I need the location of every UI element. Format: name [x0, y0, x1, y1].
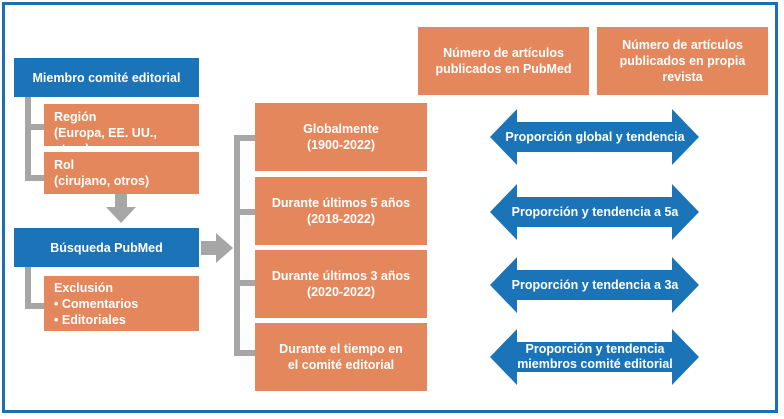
double-arrow-5-years [490, 184, 699, 240]
period-committee-line-2: el comité editorial [287, 358, 395, 372]
double-arrow-global [490, 109, 699, 165]
connector-member-vertical [25, 97, 31, 181]
editorial-member-box: Miembro comité editorial [14, 58, 199, 97]
region-box: Región (Europa, EE. UU., otros) [44, 104, 199, 156]
connector-periods-vertical [234, 135, 240, 356]
journal-articles-line-3: revista [662, 70, 703, 84]
arrow-label-committee-line-1: Proporción y tendencia [525, 342, 665, 356]
exclusion-title: Exclusión [54, 281, 114, 295]
connector-period-4 [234, 350, 256, 356]
period-committee-box: Durante el tiempo en el comité editorial [255, 323, 427, 391]
connector-region [25, 124, 45, 130]
period-3-years-box: Durante últimos 3 años (2020-2022) [255, 250, 427, 318]
pubmed-search-box: Búsqueda PubMed [14, 228, 199, 267]
connector-period-1 [234, 135, 256, 141]
pubmed-articles-line-1: Número de artículos [443, 46, 564, 60]
period-3-years-title: Durante últimos 3 años [271, 269, 411, 283]
connector-search-vertical [25, 267, 31, 309]
arrow-label-global: Proporción global y tendencia [505, 122, 685, 152]
journal-articles-box: Número de artículos publicados en propia… [597, 27, 768, 95]
role-detail: (cirujano, otros) [54, 174, 150, 188]
connector-period-2 [234, 209, 256, 215]
arrow-label-committee-line-2: miembros comité editorial [517, 357, 673, 371]
period-5-years-title: Durante últimos 5 años [271, 196, 411, 210]
pubmed-search-label: Búsqueda PubMed [50, 240, 163, 255]
journal-articles-line-1: Número de artículos [622, 38, 743, 52]
double-arrow-3-years [490, 257, 699, 313]
arrow-label-5-years-text: Proporción y tendencia a 5a [511, 204, 679, 219]
journal-articles-line-2: publicados en propia [619, 54, 746, 68]
exclusion-item-editorials: Editoriales [54, 312, 189, 328]
period-global-range: (1900-2022) [306, 138, 376, 152]
arrow-label-committee: Proporción y tendencia miembros comité e… [500, 342, 690, 372]
period-5-years-box: Durante últimos 5 años (2018-2022) [255, 177, 427, 245]
editorial-member-label: Miembro comité editorial [32, 70, 181, 85]
arrow-label-3-years-text: Proporción y tendencia a 3a [511, 277, 679, 292]
exclusion-item-comments: Comentarios [54, 296, 189, 312]
role-title: Rol [54, 158, 75, 172]
period-3-years-range: (2020-2022) [306, 285, 376, 299]
arrow-label-3-years: Proporción y tendencia a 3a [505, 270, 685, 300]
role-box: Rol (cirujano, otros) [44, 152, 199, 194]
exclusion-box: Exclusión Comentarios Editoriales [44, 276, 199, 331]
arrow-label-global-text: Proporción global y tendencia [505, 129, 685, 144]
double-arrow-committee [490, 329, 699, 385]
arrow-label-5-years: Proporción y tendencia a 5a [505, 197, 685, 227]
right-arrow [201, 233, 233, 263]
down-arrow [106, 194, 136, 223]
period-committee-line-1: Durante el tiempo en [279, 342, 403, 356]
pubmed-articles-box: Número de artículos publicados en PubMed [418, 27, 589, 95]
period-5-years-range: (2018-2022) [306, 212, 376, 226]
connector-period-3 [234, 280, 256, 286]
period-global-box: Globalmente (1900-2022) [255, 103, 427, 171]
region-title: Región [54, 110, 97, 124]
period-global-title: Globalmente [303, 122, 379, 136]
pubmed-articles-line-2: publicados en PubMed [435, 62, 572, 76]
connector-role [25, 175, 45, 181]
connector-exclusion [25, 303, 45, 309]
